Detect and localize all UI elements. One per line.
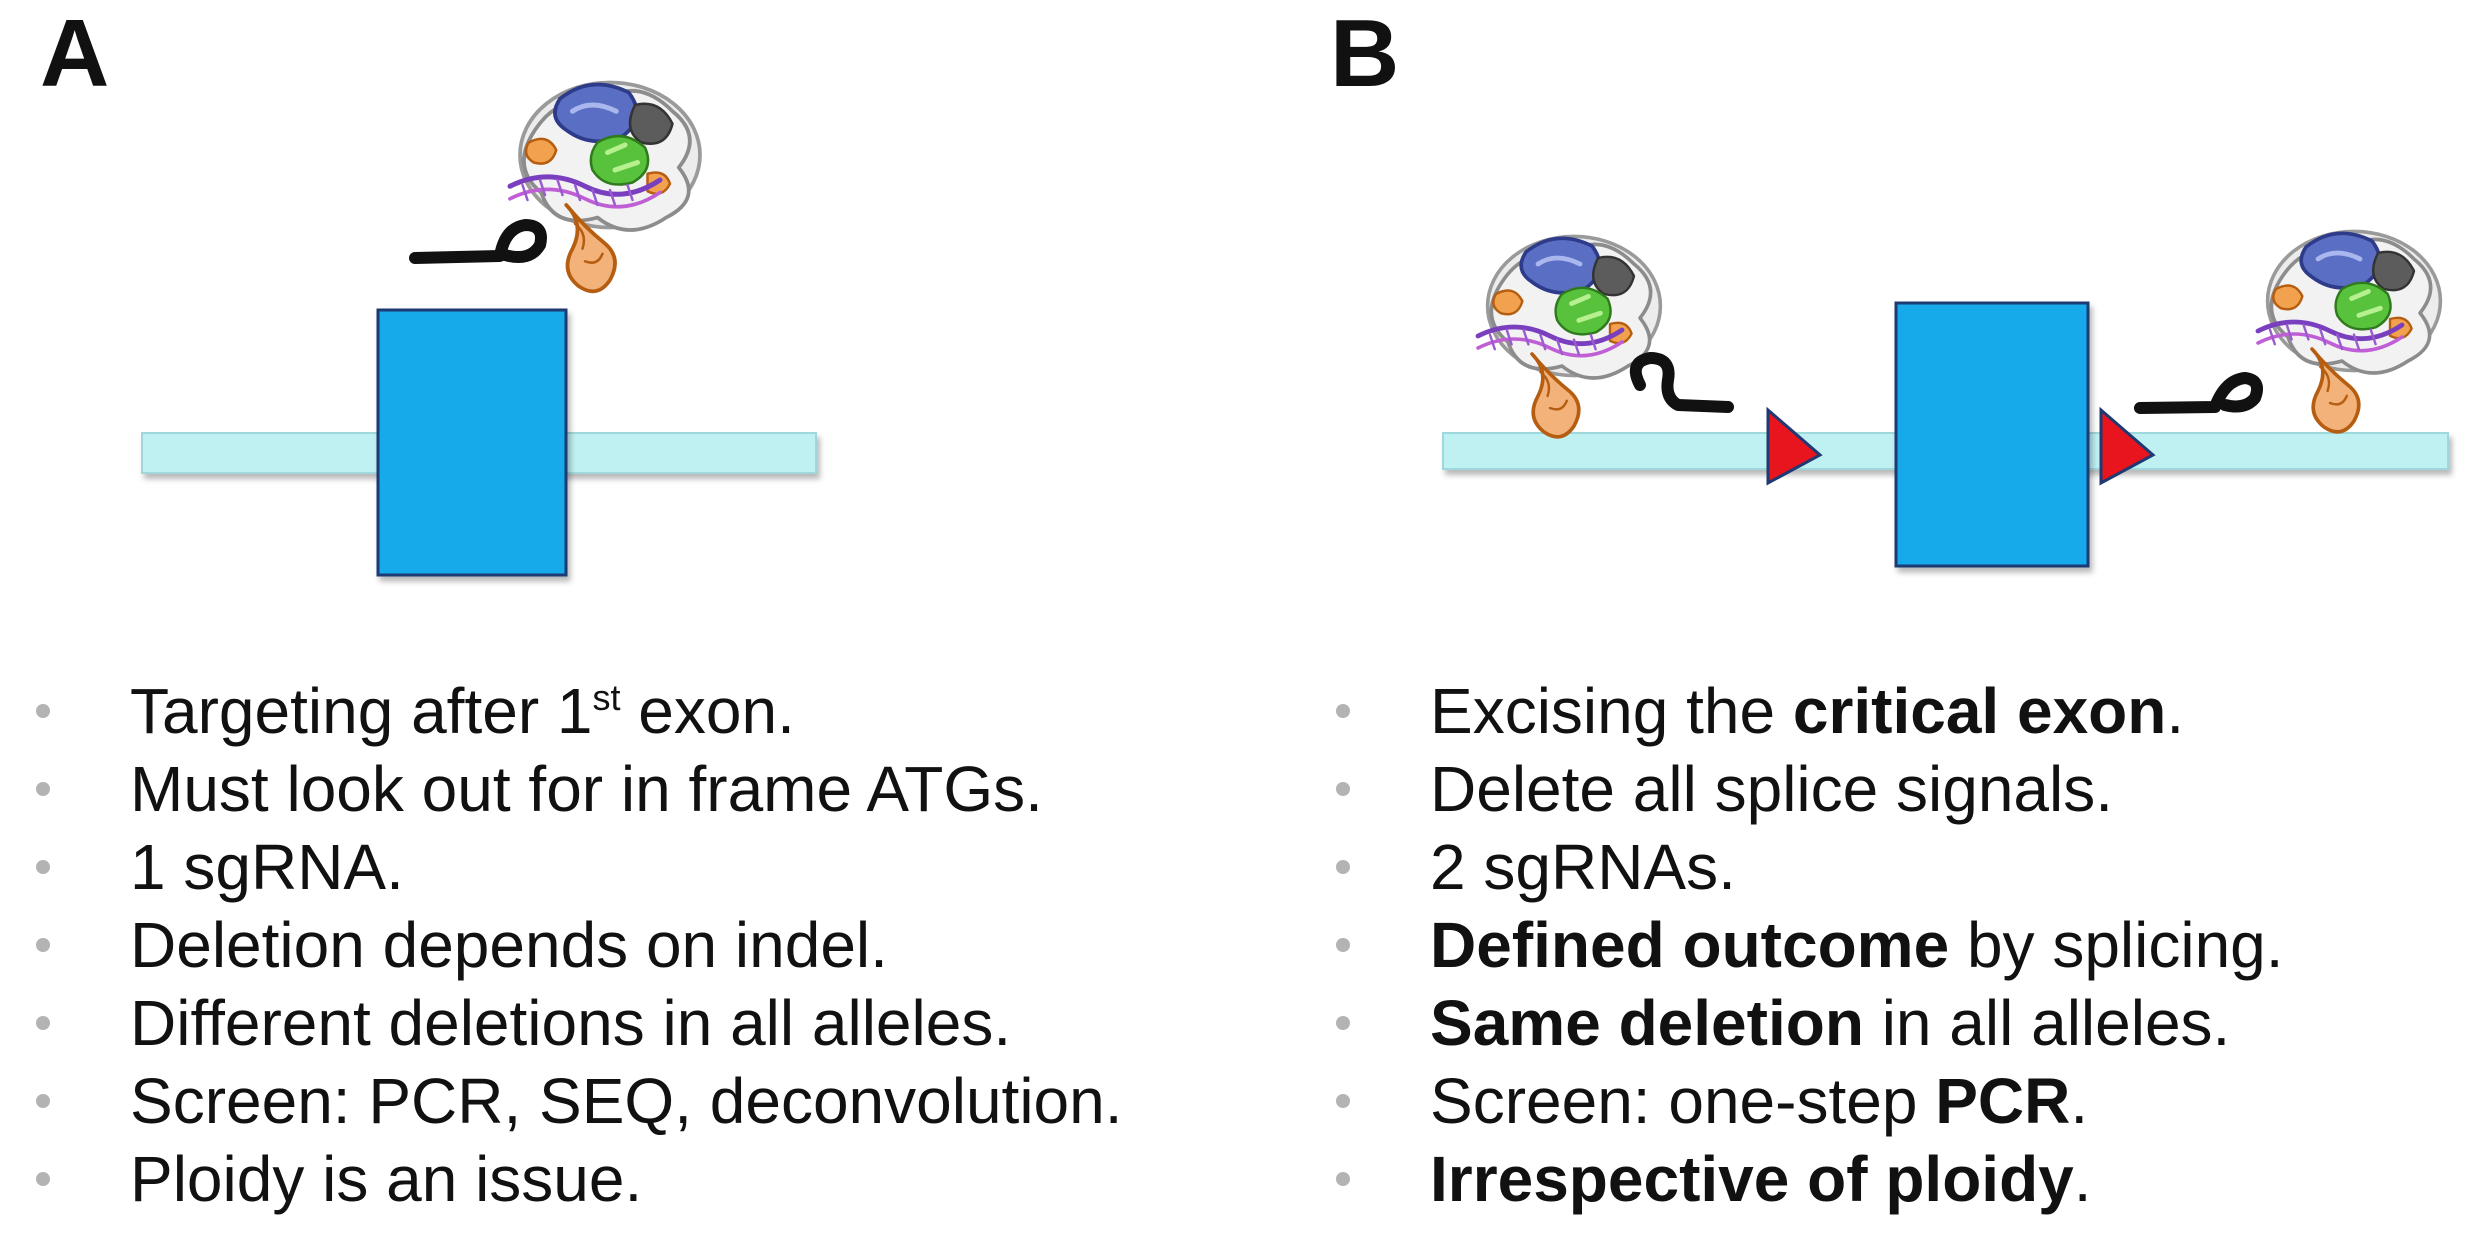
bullet-dot-icon — [36, 860, 50, 874]
bullet-item: Screen: PCR, SEQ, deconvolution. — [12, 1062, 1123, 1140]
bullet-dot-icon — [1336, 860, 1350, 874]
bullet-item: Deletion depends on indel. — [12, 906, 1123, 984]
bullet-dot-icon — [1336, 938, 1350, 952]
bullet-item: Different deletions in all alleles. — [12, 984, 1123, 1062]
bullet-item: Must look out for in frame ATGs. — [12, 750, 1123, 828]
bullet-item: Defined outcome by splicing. — [1312, 906, 2284, 984]
bold-text: PCR — [1935, 1065, 2071, 1137]
bullet-item: Screen: one-step PCR. — [1312, 1062, 2284, 1140]
sgrna-loop-icon — [1629, 352, 1734, 413]
cas9-protein-icon — [1478, 236, 1660, 436]
bullet-dot-icon — [1336, 704, 1350, 718]
bullet-item: 1 sgRNA. — [12, 828, 1123, 906]
sgrna-loop-icon — [409, 219, 547, 264]
bullet-text: . — [2073, 1143, 2092, 1215]
bullet-dot-icon — [1336, 1016, 1350, 1030]
bullet-item: Irrespective of ploidy. — [1312, 1140, 2284, 1218]
bullet-dot-icon — [1336, 1172, 1350, 1186]
bullet-dot-icon — [36, 938, 50, 952]
cas9-protein-icon — [2258, 231, 2440, 431]
panel-b-bullet-list: Excising the critical exon.Delete all sp… — [1312, 672, 2284, 1218]
bullet-text: Different deletions in all alleles. — [130, 987, 1012, 1059]
bullet-dot-icon — [36, 782, 50, 796]
bullet-text: Delete all splice signals. — [1430, 753, 2113, 825]
bullet-item: Ploidy is an issue. — [12, 1140, 1123, 1218]
bullet-item: Same deletion in all alleles. — [1312, 984, 2284, 1062]
panel-a-letter: A — [40, 0, 110, 107]
bullet-item: Excising the critical exon. — [1312, 672, 2284, 750]
diagram-canvas — [141, 0, 2449, 577]
bullet-text: Screen: one-step — [1430, 1065, 1936, 1137]
bullet-item: 2 sgRNAs. — [1312, 828, 2284, 906]
bullet-text: exon. — [620, 675, 795, 747]
bullet-dot-icon — [36, 1172, 50, 1186]
panel-a-diagram — [141, 83, 817, 577]
panel-a-bullet-list: Targeting after 1st exon.Must look out f… — [12, 672, 1123, 1218]
bullet-text: Screen: PCR, SEQ, deconvolution. — [130, 1065, 1123, 1137]
bullet-text: by splicing. — [1949, 909, 2284, 981]
loxp-triangle-icon — [2099, 406, 2156, 486]
bullet-text: in all alleles. — [1863, 987, 2231, 1059]
panel-b-letter: B — [1330, 0, 1400, 107]
bullet-text: . — [2070, 1065, 2089, 1137]
bold-text: Irrespective of ploidy — [1430, 1143, 2074, 1215]
bullet-dot-icon — [36, 1016, 50, 1030]
bullet-text: . — [2166, 675, 2185, 747]
exon-box — [1894, 301, 2090, 568]
bullet-dot-icon — [36, 704, 50, 718]
bold-text: Same deletion — [1430, 987, 1864, 1059]
sgrna-loop-icon — [2134, 372, 2263, 414]
bullet-item: Delete all splice signals. — [1312, 750, 2284, 828]
bullet-text: 1 sgRNA. — [130, 831, 404, 903]
bullet-text: 2 sgRNAs. — [1430, 831, 1736, 903]
bullet-text: Must look out for in frame ATGs. — [130, 753, 1043, 825]
bullet-text: Excising the — [1430, 675, 1793, 747]
bullet-item: Targeting after 1st exon. — [12, 672, 1123, 750]
cas9-protein-icon — [510, 83, 700, 292]
bullet-dot-icon — [1336, 1094, 1350, 1108]
exon-box — [376, 308, 568, 577]
superscript-text: st — [592, 677, 621, 718]
loxp-triangle-icon — [1766, 406, 1823, 486]
bullet-dot-icon — [1336, 782, 1350, 796]
bullet-dot-icon — [36, 1094, 50, 1108]
bold-text: critical exon — [1792, 675, 2167, 747]
panel-b-diagram — [1442, 231, 2449, 568]
bold-text: Defined outcome — [1430, 909, 1950, 981]
bullet-text: Targeting after 1 — [130, 675, 593, 747]
bullet-text: Ploidy is an issue. — [130, 1143, 643, 1215]
bullet-text: Deletion depends on indel. — [130, 909, 888, 981]
